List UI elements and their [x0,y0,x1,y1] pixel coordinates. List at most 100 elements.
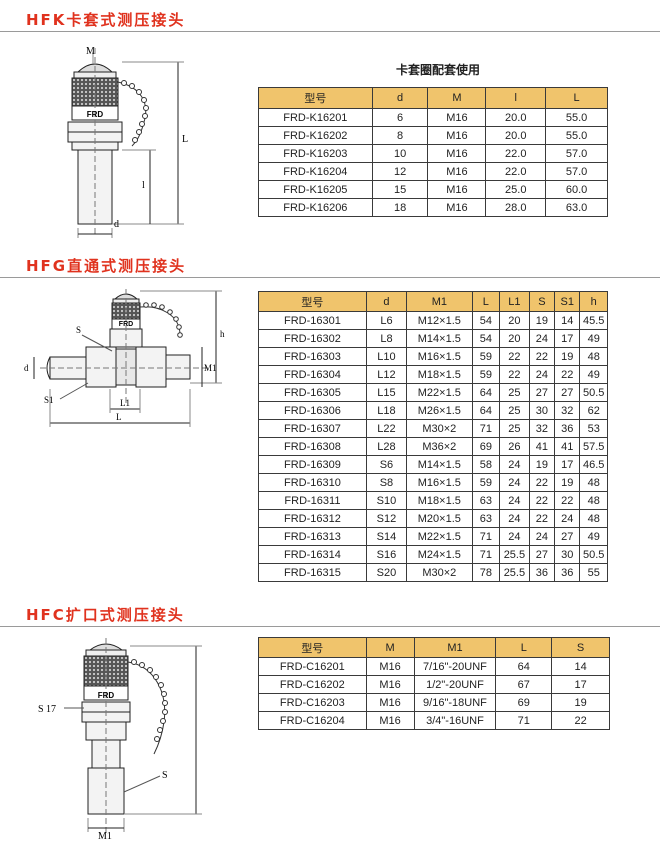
dim-label-d: d [114,219,119,230]
table-cell: 9/16"-18UNF [413,693,497,712]
table-cell: 30 [528,401,556,420]
column-header: M1 [413,637,497,658]
table-cell: 46.5 [579,455,608,474]
table-cell: M14×1.5 [406,455,473,474]
table-cell: S10 [365,491,408,510]
table-cell: FRD-16302 [258,329,367,348]
table-cell: 59 [471,473,501,492]
table-cell: 10 [371,144,429,163]
table-cell: 27 [554,527,581,546]
dim-label-s17: S 17 [38,704,56,715]
table-cell: 24 [499,473,530,492]
table-cell: 22 [528,347,556,366]
dim-label-m1: M1 [204,363,217,373]
dim-label-m1: M1 [98,831,112,841]
table-cell: 49 [579,527,608,546]
table-cell: 69 [495,693,553,712]
table-cell: FRD-K16203 [258,144,373,163]
table-cell: 1/2"-20UNF [413,675,497,694]
table-cell: 50.5 [579,383,608,402]
column-header: h [579,291,608,312]
table-cell: 71 [471,545,501,564]
table-cell: S20 [365,563,408,582]
table-cell: 27 [528,383,556,402]
table-cell: FRD-K16201 [258,108,373,127]
table-cell: FRD-16307 [258,419,367,438]
dim-label-m: M [86,46,95,57]
dim-label-s1: S1 [44,395,54,405]
dim-label-l-small: l [142,180,145,191]
table-cell: 24 [499,455,530,474]
table-cell: 17 [554,329,581,348]
table-caption: 卡套圈配套使用 [396,63,481,77]
table-cell: 12 [371,162,429,181]
dim-label-d: d [24,363,29,373]
table-cell: 24 [528,365,556,384]
table-header-row: 型号 d M l L [258,87,608,109]
table-cell: 55.0 [545,126,608,145]
table-cell: 45.5 [579,311,608,330]
table-header-row: 型号 M M1 L S [258,637,610,658]
table-cell: FRD-16301 [258,311,367,330]
table-cell: FRD-16309 [258,455,367,474]
table-cell: FRD-16306 [258,401,367,420]
column-header: M1 [406,291,473,312]
section-divider [0,277,660,278]
table-cell: 63.0 [545,198,608,217]
column-header: 型号 [258,637,367,658]
table-cell: 8 [371,126,429,145]
table-cell: M16 [365,657,415,676]
table-cell: 32 [554,401,581,420]
table-cell: 78 [471,563,501,582]
table-cell: 25 [499,419,530,438]
table-cell: 19 [528,311,556,330]
table-cell: 41 [528,437,556,456]
brand-mark: FRD [98,691,115,700]
dim-label-l-big: L [182,134,188,145]
table-cell: 24 [499,509,530,528]
table-cell: 19 [554,347,581,366]
table-cell: 67 [495,675,553,694]
table-cell: 20 [499,311,530,330]
table-cell: L6 [365,311,408,330]
table-cell: M16 [427,180,487,199]
table-cell: 64 [471,401,501,420]
table-cell: M22×1.5 [406,383,473,402]
table-cell: 24 [499,527,530,546]
table-cell: L22 [365,419,408,438]
column-header: S1 [554,291,581,312]
table-cell: 59 [471,347,501,366]
table-cell: M18×1.5 [406,365,473,384]
table-cell: M16 [427,144,487,163]
table-cell: 48 [579,473,608,492]
column-header: L1 [499,291,530,312]
table-cell: 55 [579,563,608,582]
table-cell: 24 [528,329,556,348]
column-header: d [371,87,429,109]
brand-mark: FRD [119,321,133,328]
table-cell: 55.0 [545,108,608,127]
table-cell: 22 [528,473,556,492]
hfg-technical-drawing: FRD S S1 d h M1 L1 L [24,289,225,427]
table-cell: M16×1.5 [406,347,473,366]
column-header: L [545,87,608,109]
table-cell: S8 [365,473,408,492]
table-cell: 69 [471,437,501,456]
table-cell: 22.0 [485,162,547,181]
table-cell: FRD-16303 [258,347,367,366]
table-cell: FRD-16308 [258,437,367,456]
table-cell: 36 [528,563,556,582]
table-cell: M30×2 [406,419,473,438]
table-cell: FRD-16305 [258,383,367,402]
table-cell: FRD-16304 [258,365,367,384]
table-cell: M30×2 [406,563,473,582]
